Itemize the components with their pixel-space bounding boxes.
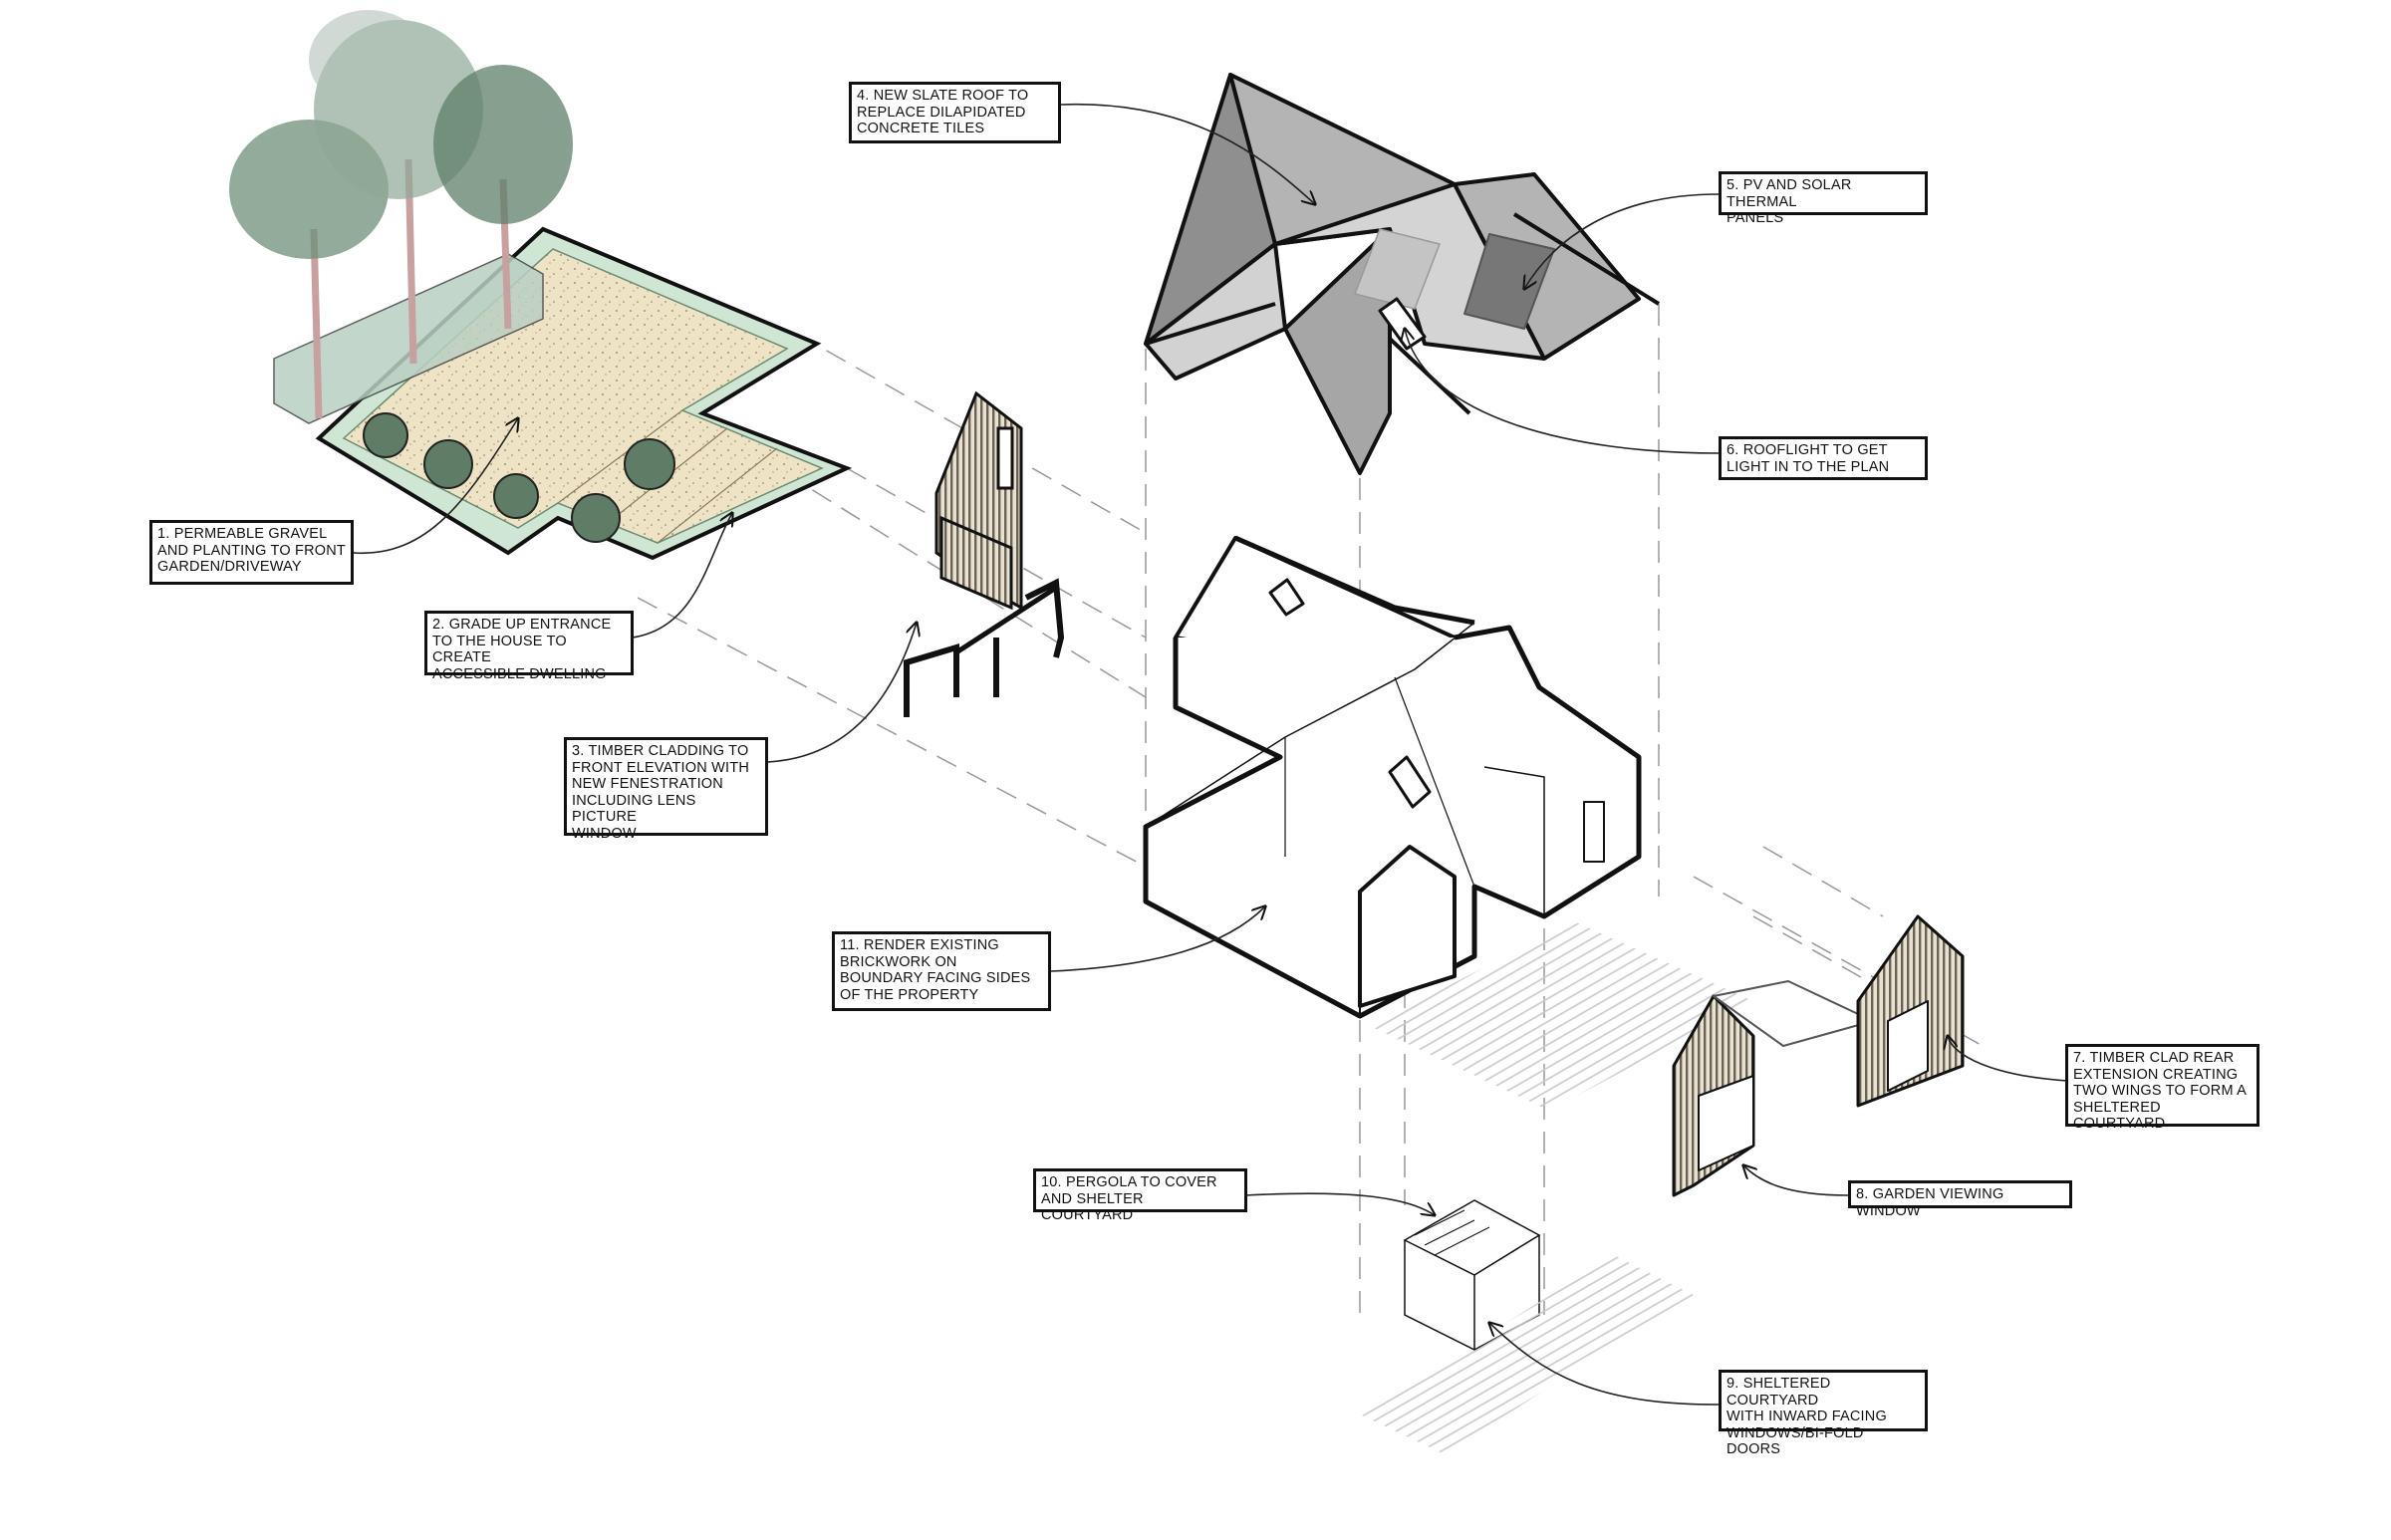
leader-11 [1050, 906, 1265, 972]
slate-roof [1144, 73, 1661, 475]
front-timber-cladding [904, 390, 1065, 717]
leader-8 [1743, 1165, 1849, 1196]
rear-timber-extension [1672, 914, 1965, 1197]
house-rooflight [1388, 755, 1432, 809]
roof-gutter [1145, 302, 1276, 346]
courtyard-decking [1370, 921, 1753, 1111]
house-outline [1143, 625, 1642, 1019]
shrub [624, 438, 675, 490]
front-garden-plan [229, 10, 853, 561]
label-garden-viewing-window: 8. GARDEN VIEWING WINDOW [1848, 1180, 2072, 1219]
existing-house [1143, 535, 1753, 1111]
trees [229, 10, 573, 419]
shrub [423, 439, 473, 489]
lens-picture-window [996, 426, 1014, 490]
label-timber-clad-rear-extension: 7. TIMBER CLAD REAR EXTENSION CREATING T… [2065, 1044, 2259, 1132]
pv-solar-panels [1463, 233, 1555, 330]
side-door [1583, 801, 1605, 863]
leader-6 [1405, 329, 1720, 454]
house-roof-rooflight [1268, 578, 1305, 617]
porch-frame [904, 642, 959, 717]
leader-4 [1060, 103, 1315, 204]
shrub [363, 412, 408, 458]
leader-5 [1524, 193, 1720, 289]
label-pv-solar-panels: 5. PV AND SOLAR THERMAL PANELS [1719, 171, 1928, 226]
label-permeable-gravel: 1. PERMEABLE GRAVEL AND PLANTING TO FRON… [149, 520, 354, 585]
label-timber-cladding-front: 3. TIMBER CLADDING TO FRONT ELEVATION WI… [564, 737, 768, 842]
shrub [571, 493, 621, 543]
leader-7 [1948, 1036, 2068, 1082]
leader-1 [353, 418, 518, 554]
label-pergola: 10. PERGOLA TO COVER AND SHELTER COURTYA… [1033, 1168, 1247, 1223]
label-grade-up-entrance: 2. GRADE UP ENTRANCE TO THE HOUSE TO CRE… [424, 611, 634, 682]
entrance-frame [1024, 578, 1065, 658]
leader-2 [632, 513, 732, 639]
leader-9 [1489, 1323, 1720, 1406]
shrub [493, 473, 539, 519]
shrubs [363, 412, 675, 543]
label-sheltered-courtyard: 9. SHELTERED COURTYARD WITH INWARD FACIN… [1719, 1370, 1928, 1457]
garden-viewing-window [1698, 1075, 1754, 1171]
label-slate-roof: 4. NEW SLATE ROOF TO REPLACE DILAPIDATED… [849, 82, 1061, 143]
label-rooflight: 6. ROOFLIGHT TO GET LIGHT IN TO THE PLAN [1719, 436, 1928, 480]
leader-3 [766, 623, 917, 763]
roof-panel-ghost [1354, 228, 1441, 310]
leader-10 [1244, 1192, 1435, 1215]
leader-lines [353, 103, 2068, 1406]
label-render-brickwork: 11. RENDER EXISTING BRICKWORK ON BOUNDAR… [832, 931, 1051, 1011]
gable-opening [1358, 845, 1457, 1008]
